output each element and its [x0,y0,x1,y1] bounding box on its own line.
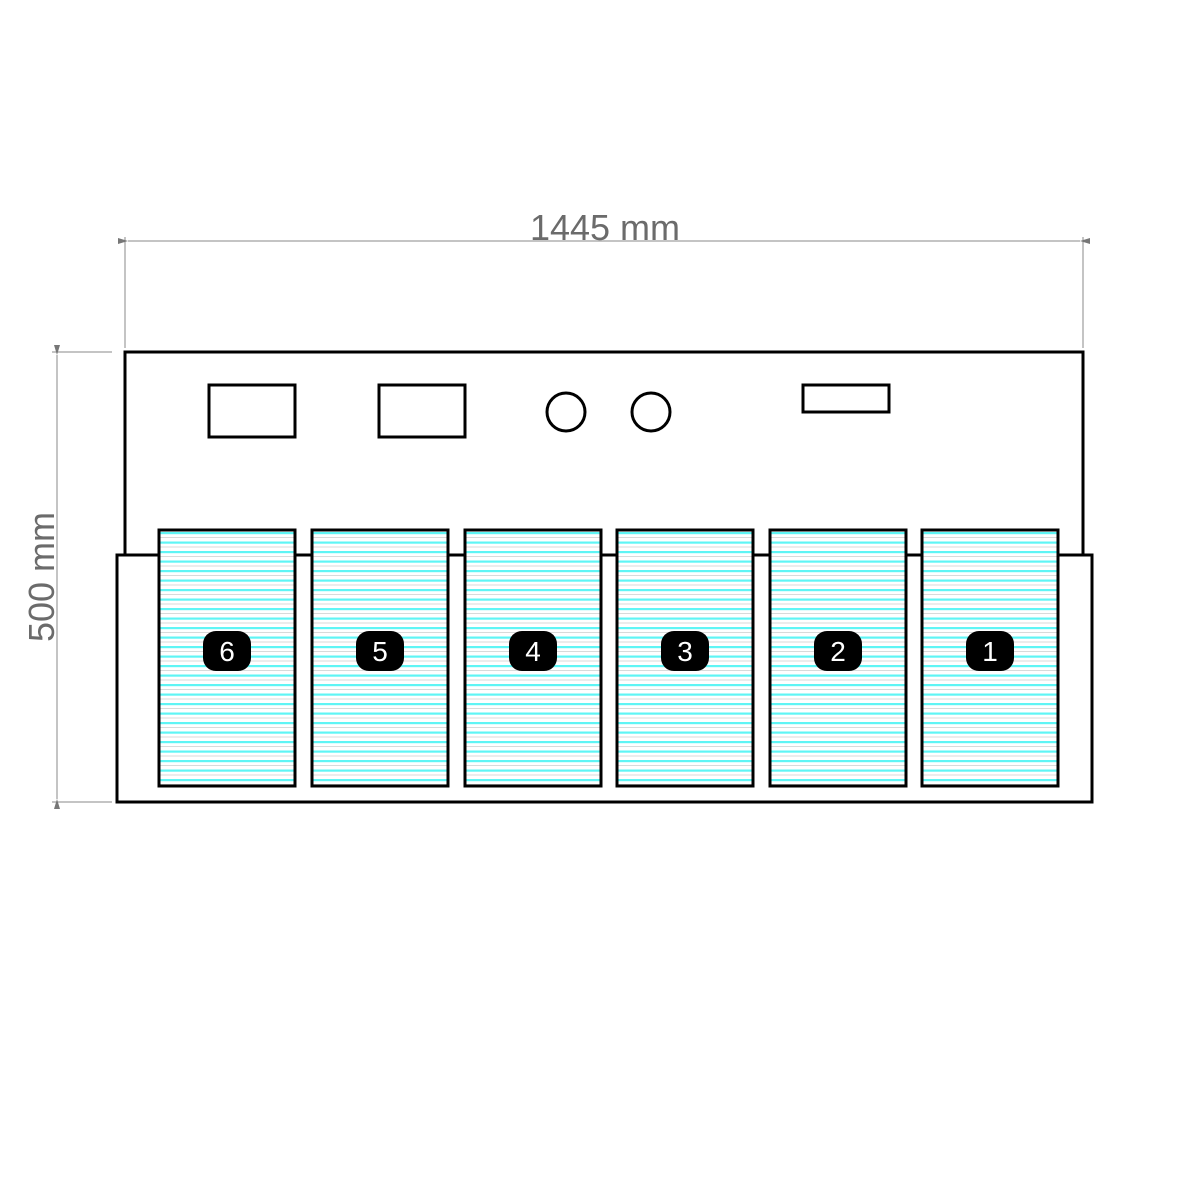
drawers: 6 5 4 3 2 1 [157,528,1060,788]
display-window-1 [207,383,297,439]
drawer-4: 4 [463,528,603,788]
drawer-2: 2 [768,528,908,788]
drawer-number-badge [509,631,557,671]
drawer-number-badge [356,631,404,671]
drawer-number: 2 [830,636,846,667]
drawer-1: 1 [920,528,1060,788]
drawer-number-badge [966,631,1014,671]
width-dimension: 1445 mm [118,207,1090,348]
round-button-2 [630,391,672,433]
drawer-number: 3 [677,636,693,667]
drawer-number-badge [814,631,862,671]
drawer-number-badge [661,631,709,671]
drawer-number: 5 [372,636,388,667]
round-button-1 [545,391,587,433]
display-window-2 [377,383,467,439]
width-label: 1445 mm [530,207,680,248]
height-dimension: 500 mm [21,345,112,809]
height-label: 500 mm [21,512,62,642]
drawer-3: 3 [615,528,755,788]
drawer-number: 1 [982,636,998,667]
drawer-5: 5 [310,528,450,788]
drawer-number: 6 [219,636,235,667]
slot [801,383,891,414]
drawer-number-badge [203,631,251,671]
drawer-6: 6 [157,528,297,788]
drawer-number: 4 [525,636,541,667]
